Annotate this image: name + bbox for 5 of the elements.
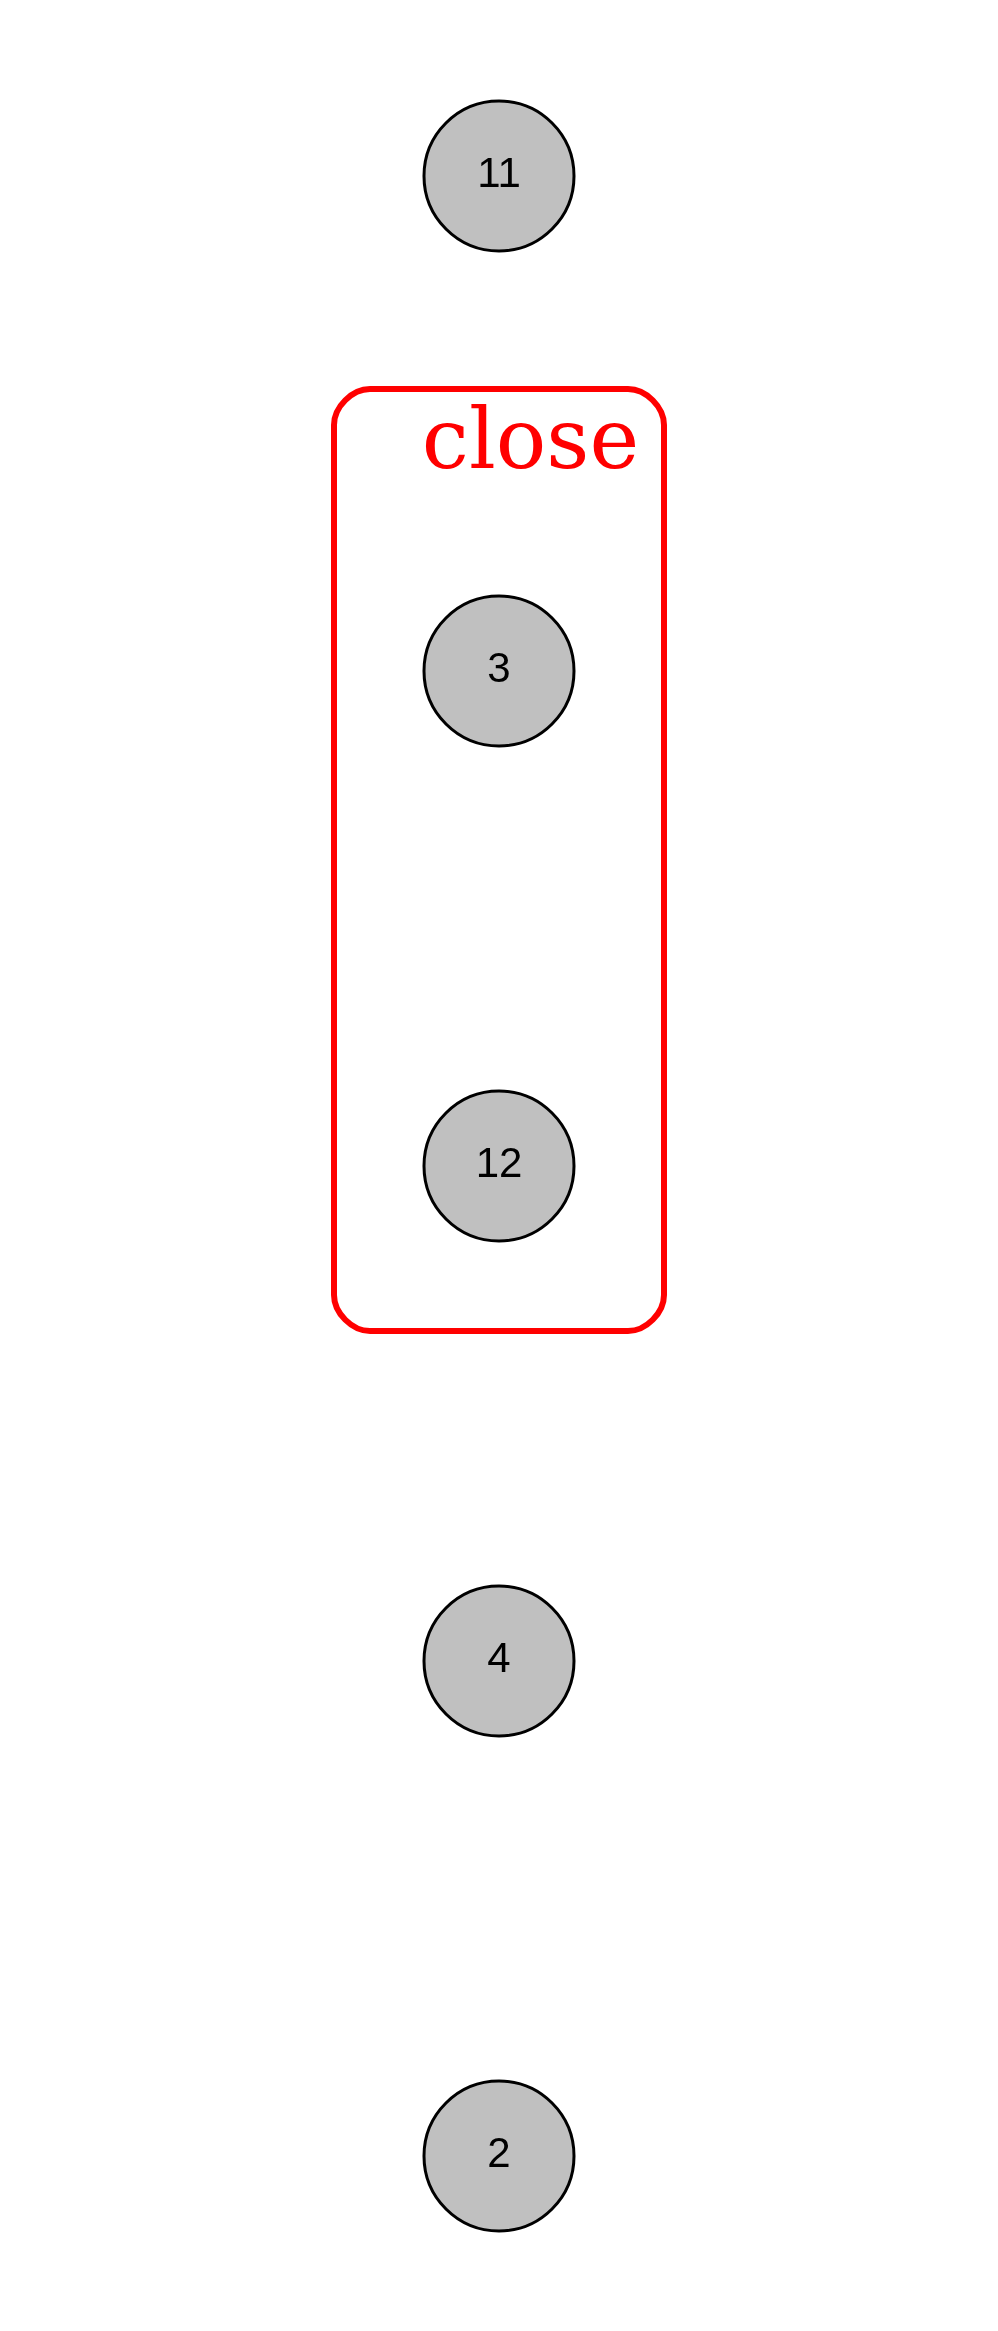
node-circle: 12 — [422, 1089, 576, 1242]
node-circle: 2 — [422, 2079, 576, 2232]
node-circle: 3 — [422, 594, 576, 747]
node-circle: 11 — [422, 99, 576, 252]
node-circle: 4 — [422, 1584, 576, 1737]
